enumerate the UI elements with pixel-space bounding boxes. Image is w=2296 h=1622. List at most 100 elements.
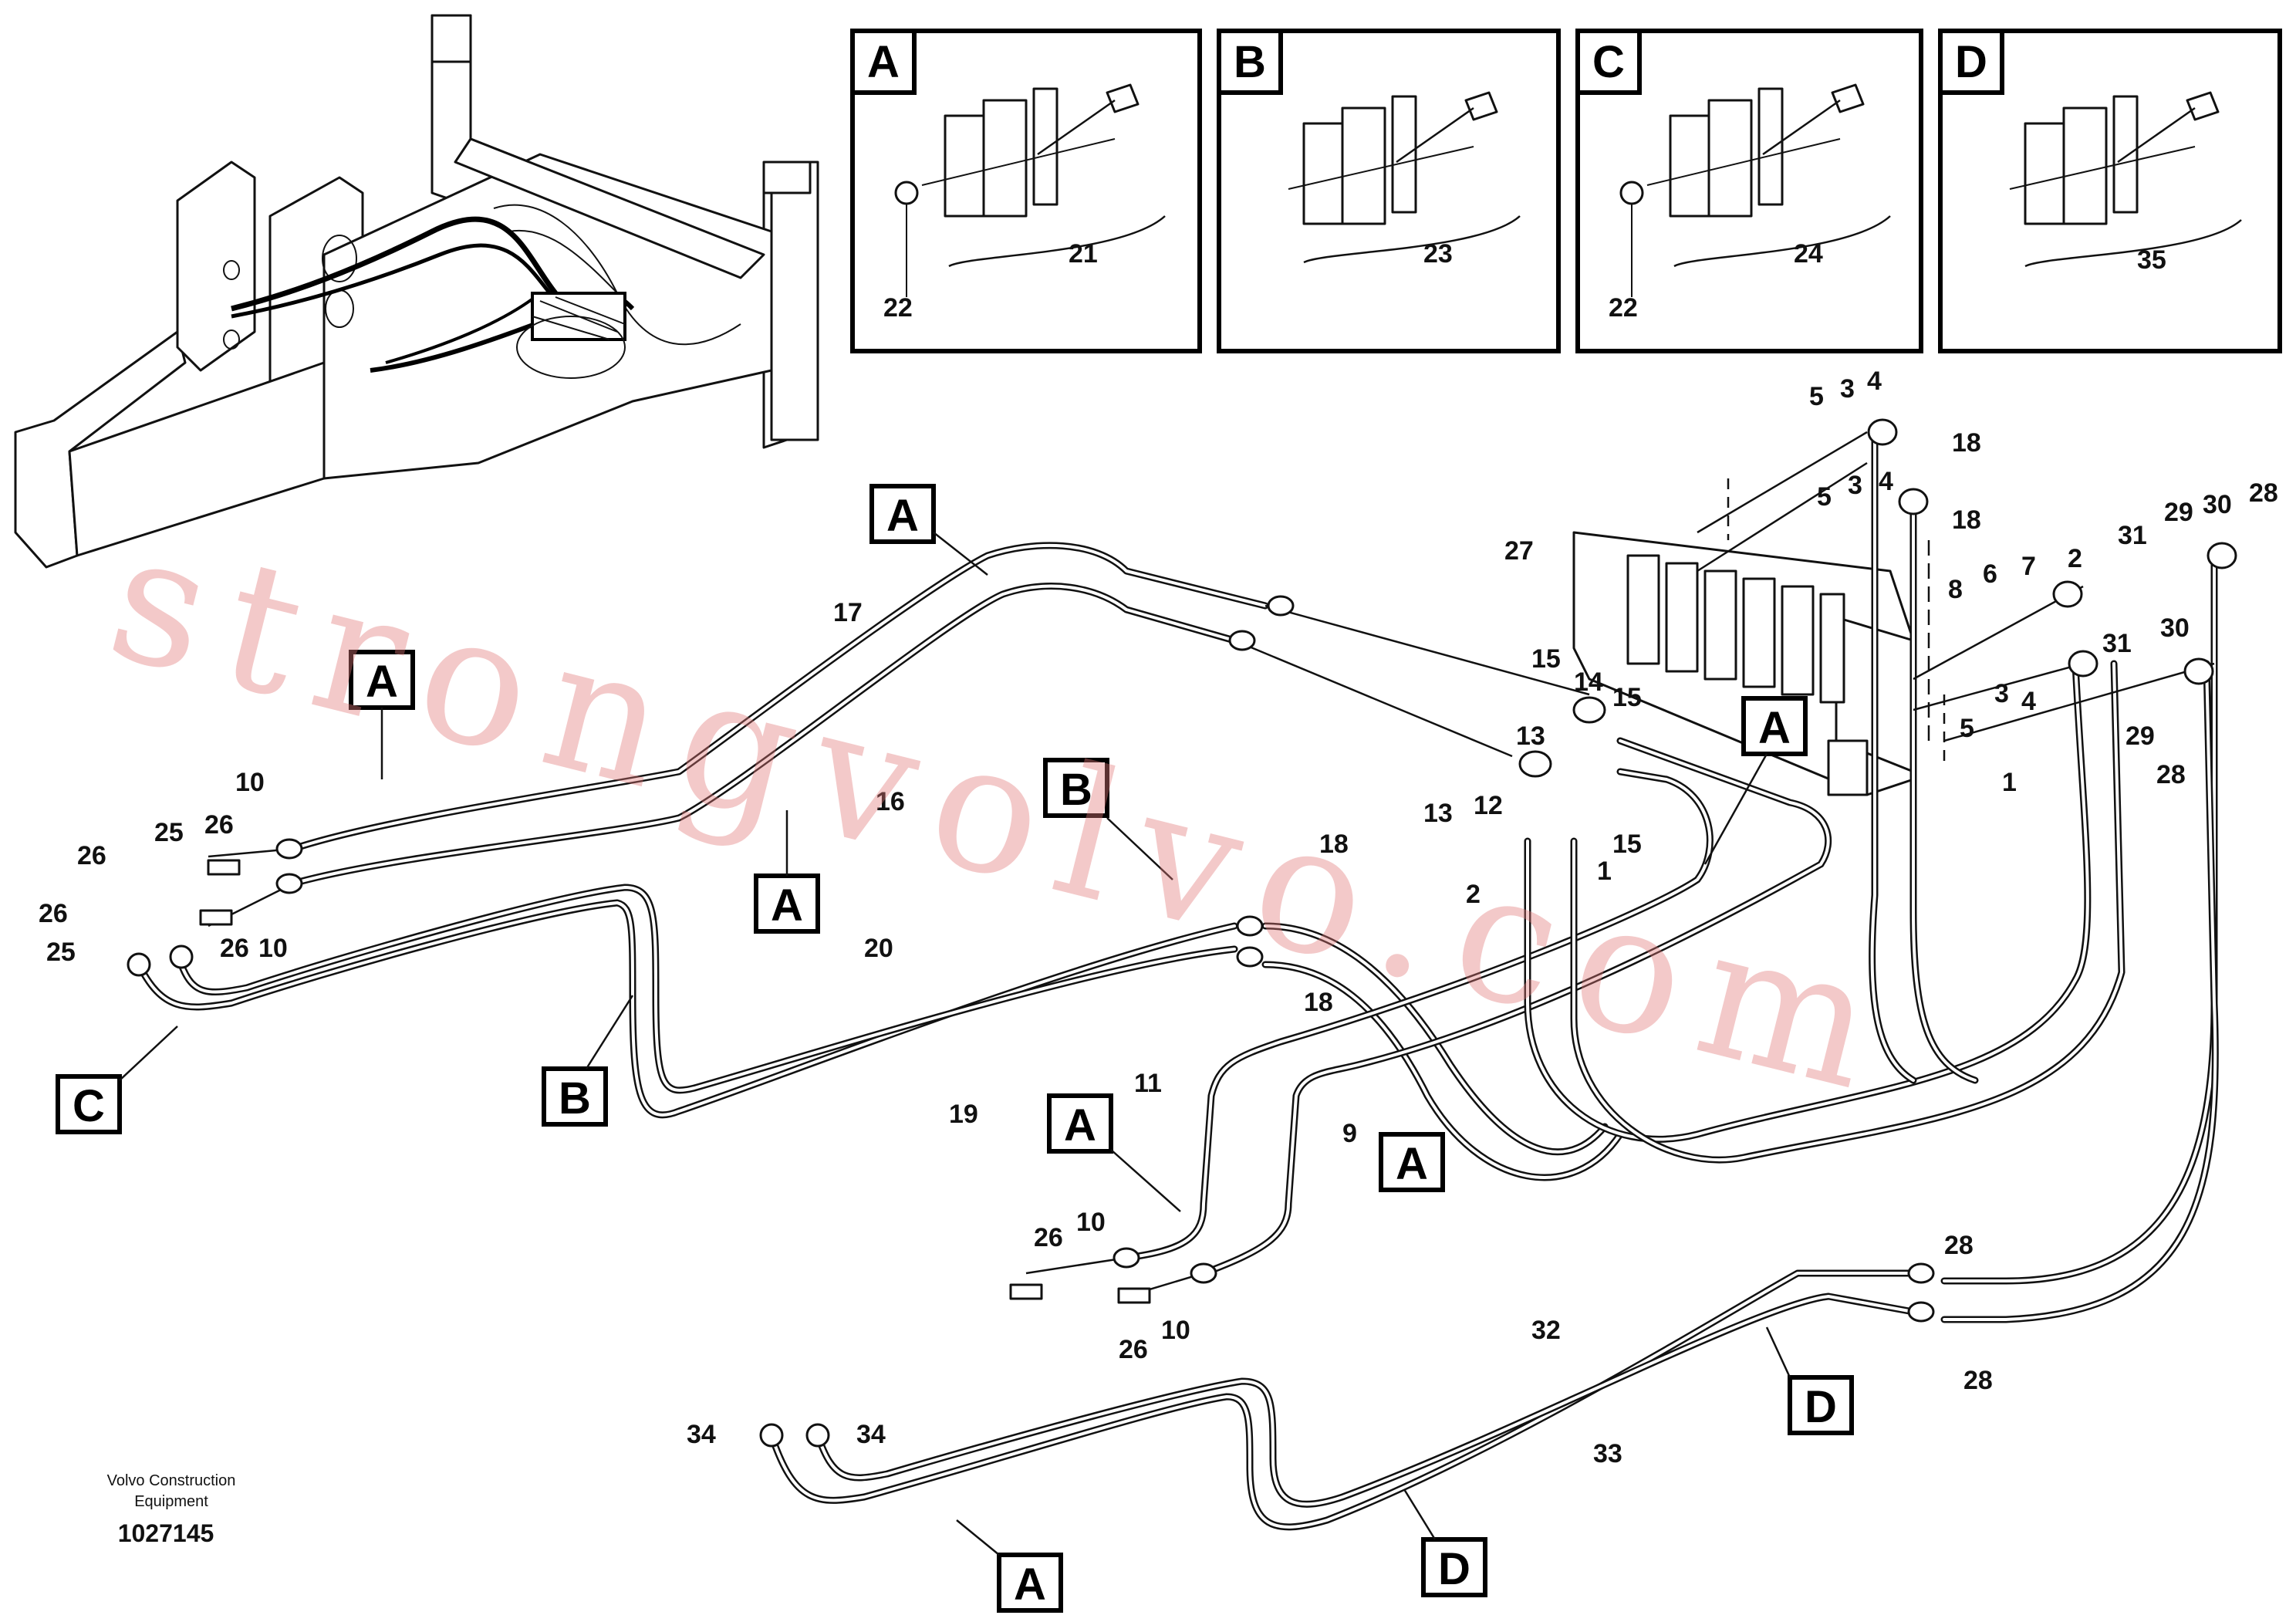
callout-D: D — [1765, 1326, 1854, 1435]
part-label: 18 — [1319, 830, 1349, 859]
callout-A: A — [1047, 1093, 1181, 1212]
part-label: 34 — [687, 1420, 716, 1449]
part-label: 15 — [1612, 683, 1642, 712]
part-label: 14 — [1574, 667, 1603, 697]
svg-text:D: D — [1438, 1544, 1470, 1594]
callouts: A A A A A A A — [56, 484, 1854, 1613]
part-label: 10 — [1161, 1316, 1190, 1345]
part-label: 5 — [1817, 482, 1832, 512]
part-label: 32 — [1531, 1316, 1561, 1345]
fittings — [127, 418, 2237, 1448]
part-label: 20 — [864, 934, 893, 963]
part-label: 2 — [1466, 880, 1481, 909]
part-label: 25 — [154, 818, 184, 847]
part-label: 28 — [1963, 1366, 1993, 1395]
svg-text:B: B — [559, 1073, 591, 1124]
part-label: 29 — [2125, 721, 2155, 751]
part-label: 26 — [1119, 1335, 1148, 1364]
detail-box-B: B 23 — [1217, 29, 1561, 353]
part-label: 31 — [2102, 629, 2132, 658]
detail-box-C: C 24 22 — [1575, 29, 1923, 353]
callout-A: A — [956, 1519, 1063, 1613]
part-label: 5 — [1809, 382, 1824, 411]
part-label: 3 — [1840, 374, 1855, 404]
clamp-assembly — [2009, 91, 2220, 225]
clamp-assembly — [1288, 91, 1498, 225]
credit-block: Volvo Construction Equipment 1027145 — [107, 1472, 236, 1547]
part-label: 26 — [77, 841, 106, 870]
part-label: 34 — [856, 1420, 886, 1449]
part-labels: 5 3 4 18 5 3 4 18 27 31 29 30 28 2 7 6 8… — [39, 367, 2278, 1468]
svg-text:A: A — [1758, 703, 1791, 753]
part-label: 30 — [2203, 490, 2232, 519]
part-label: 1 — [2002, 768, 2017, 797]
credit-line-1: Volvo Construction — [107, 1472, 236, 1489]
callout-A: A — [1379, 1132, 1445, 1192]
part-label: 4 — [2021, 687, 2036, 716]
part-label: 13 — [1516, 721, 1545, 751]
part-label: 2 — [2068, 544, 2082, 573]
part-label: 12 — [1474, 791, 1503, 820]
clamp-assembly — [1619, 83, 1865, 218]
svg-text:A: A — [366, 657, 398, 707]
callout-A: A — [869, 484, 988, 576]
part-label: 26 — [204, 810, 234, 840]
part-label-21: 21 — [1069, 239, 1098, 269]
detail-letter-A: A — [867, 37, 900, 87]
part-label: 15 — [1531, 644, 1561, 674]
part-label: 3 — [1994, 679, 2009, 708]
part-label-35: 35 — [2137, 245, 2166, 275]
callout-A: A — [349, 650, 415, 779]
detail-letter-C: C — [1592, 37, 1625, 87]
document-number: 1027145 — [118, 1519, 214, 1547]
part-label: 28 — [2249, 478, 2278, 508]
callout-D: D — [1403, 1489, 1487, 1597]
svg-text:A: A — [886, 491, 919, 541]
svg-text:A: A — [1064, 1100, 1096, 1151]
part-label: 31 — [2118, 521, 2147, 550]
callout-B: B — [542, 995, 634, 1127]
part-label: 25 — [46, 938, 76, 967]
part-label: 3 — [1848, 471, 1862, 500]
detail-letter-D: D — [1955, 37, 1987, 87]
svg-text:B: B — [1060, 765, 1092, 815]
part-label: 26 — [39, 899, 68, 928]
part-label: 17 — [833, 598, 863, 627]
part-label: 18 — [1952, 505, 1981, 535]
detail-letter-B: B — [1234, 37, 1266, 87]
part-label-22: 22 — [1609, 293, 1638, 323]
part-label: 13 — [1423, 799, 1453, 828]
part-label: 33 — [1593, 1439, 1622, 1468]
part-label: 15 — [1612, 830, 1642, 859]
detail-box-A: A 21 22 — [850, 29, 1202, 353]
part-label: 26 — [1034, 1223, 1063, 1252]
part-label-22: 22 — [883, 293, 913, 323]
part-label: 28 — [2156, 760, 2186, 789]
part-label: 19 — [949, 1100, 978, 1129]
machine-frame-illustration — [14, 14, 819, 569]
svg-text:A: A — [1396, 1139, 1428, 1189]
clamp-assembly — [894, 83, 1140, 218]
callout-A: A — [754, 810, 820, 934]
part-label: 6 — [1983, 559, 1997, 589]
svg-text:C: C — [73, 1081, 105, 1131]
part-label: 4 — [1867, 367, 1882, 396]
part-label: 16 — [876, 787, 905, 816]
part-label: 30 — [2160, 613, 2190, 643]
credit-line-2: Equipment — [134, 1493, 208, 1510]
part-label: 9 — [1342, 1119, 1357, 1148]
valve-spools — [1626, 554, 1845, 704]
part-label: 10 — [258, 934, 288, 963]
part-label: 26 — [220, 934, 249, 963]
part-label: 4 — [1879, 467, 1893, 496]
part-label: 7 — [2021, 552, 2036, 581]
part-label: 1 — [1597, 857, 1612, 886]
part-label: 18 — [1952, 428, 1981, 458]
svg-text:A: A — [771, 880, 803, 931]
part-label: 18 — [1304, 988, 1333, 1017]
callout-C: C — [56, 1026, 178, 1134]
svg-text:A: A — [1014, 1559, 1046, 1610]
svg-text:D: D — [1805, 1382, 1837, 1432]
part-label: 10 — [1076, 1208, 1106, 1237]
